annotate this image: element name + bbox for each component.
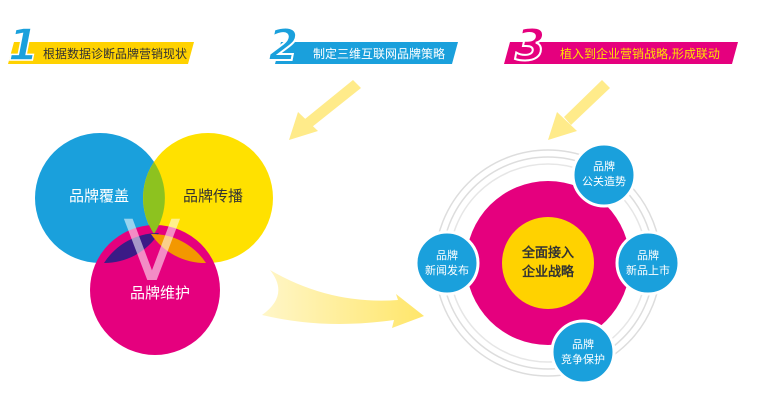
step-2-banner xyxy=(275,42,458,64)
satellite-launch-line-1: 品牌 xyxy=(637,248,659,262)
step-1-banner xyxy=(8,42,194,64)
step-3-banner xyxy=(504,42,738,64)
satellite-protect: 品牌 竞争保护 xyxy=(550,319,616,385)
step-3-number: 3 xyxy=(515,20,546,71)
step-2-text: 制定三维互联网品牌策略 xyxy=(313,46,445,61)
strategy-center-line-1: 全面接入 xyxy=(521,245,574,261)
step-2-number: 2 xyxy=(268,20,299,71)
satellite-pr-line-2: 公关造势 xyxy=(582,174,626,188)
step-1: 1 根据数据诊断品牌营销现状 xyxy=(7,19,194,72)
venn-label-maintenance: 品牌维护 xyxy=(130,284,190,302)
satellite-protect-line-2: 竞争保护 xyxy=(561,352,605,366)
satellite-launch-line-2: 新品上市 xyxy=(626,263,670,277)
satellite-pr-line-1: 品牌 xyxy=(593,159,615,173)
strategy-diagram-group: 全面接入 企业战略 品牌 公关造势 品牌 新闻发布 品牌 新品上市 品牌 竞争保… xyxy=(414,142,681,385)
venn-center-letter: V xyxy=(123,202,180,300)
satellite-protect-line-1: 品牌 xyxy=(572,337,594,351)
arrow-step-3 xyxy=(548,80,610,140)
step-1-number: 1 xyxy=(8,20,39,71)
satellite-news-line-1: 品牌 xyxy=(436,248,458,262)
venn-overlap-blue-magenta xyxy=(104,232,159,264)
step-1-text: 根据数据诊断品牌营销现状 xyxy=(43,46,187,61)
venn-label-spread: 品牌传播 xyxy=(183,187,243,205)
step-3: 3 植入到企业营销战略,形成联动 xyxy=(504,19,738,72)
venn-overlap-yellow-magenta xyxy=(151,233,206,264)
strategy-center-line-2: 企业战略 xyxy=(521,264,575,280)
venn-label-coverage: 品牌覆盖 xyxy=(69,187,129,205)
venn-overlap-blue-yellow xyxy=(143,162,165,234)
satellite-news: 品牌 新闻发布 xyxy=(414,230,480,296)
strategy-center-circle xyxy=(502,217,594,309)
satellite-news-line-2: 新闻发布 xyxy=(425,263,469,277)
curved-arrow xyxy=(262,270,424,328)
step-2: 2 制定三维互联网品牌策略 xyxy=(267,19,458,72)
satellite-launch: 品牌 新品上市 xyxy=(615,230,681,296)
venn-diagram: V 品牌覆盖 品牌传播 品牌维护 xyxy=(35,133,273,355)
satellite-pr: 品牌 公关造势 xyxy=(571,142,637,208)
arrow-step-2 xyxy=(289,80,361,140)
step-3-text: 植入到企业营销战略,形成联动 xyxy=(560,46,720,61)
